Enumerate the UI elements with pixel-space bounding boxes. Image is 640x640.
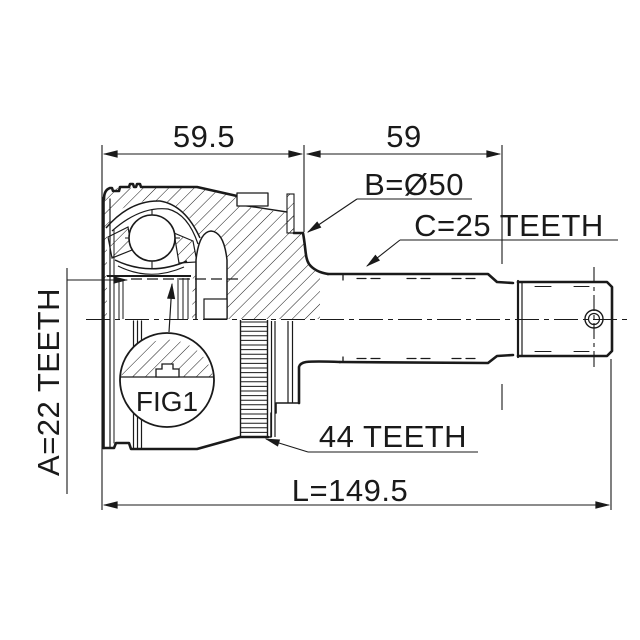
inner-race-groove-arc xyxy=(114,259,188,270)
spline-tooth-detail xyxy=(155,363,180,378)
boot-band-block xyxy=(236,192,269,207)
housing-bottom-profile xyxy=(102,435,270,451)
leader-b-diameter xyxy=(306,198,358,233)
inner-race-arc2 xyxy=(117,265,185,275)
dimension-labels: 59.5 59 B=Ø50 C=25 TEETH 44 TEETH L=149.… xyxy=(31,119,604,508)
cavity-arc xyxy=(105,200,201,239)
tone-ring-section-bar xyxy=(286,193,295,234)
stub-end-outline xyxy=(516,280,614,358)
stub-hole-inner xyxy=(587,312,601,326)
shaft-top-edge xyxy=(326,272,515,285)
housing-section-hatch xyxy=(104,187,320,319)
cage-outer-arc xyxy=(111,208,199,245)
dim-a-spline-label: A=22 TEETH xyxy=(31,288,66,476)
shaft-bottom-edge xyxy=(338,353,515,365)
spline-tick-marks xyxy=(356,277,476,360)
stub-hole-outer xyxy=(584,309,604,329)
drive-shaft xyxy=(326,272,614,365)
cage-section-right xyxy=(173,232,198,264)
ball-cage-inner-race xyxy=(105,200,240,320)
fig1-label: FIG1 xyxy=(136,386,198,417)
cage-section-left xyxy=(107,226,133,259)
housing-back-face xyxy=(292,231,330,276)
housing-back-bottom xyxy=(297,360,342,405)
dim-44-teeth-label: 44 TEETH xyxy=(319,419,467,454)
fig1-section-hatch xyxy=(121,339,213,377)
dim-59-5-label: 59.5 xyxy=(173,119,235,154)
tone-ring-teeth xyxy=(240,321,268,433)
abs-tone-ring xyxy=(239,320,294,437)
fig1-balloon: FIG1 xyxy=(119,282,215,428)
dim-59-label: 59 xyxy=(386,119,421,154)
ball xyxy=(128,214,176,262)
dim-b-diameter-label: B=Ø50 xyxy=(364,167,464,202)
housing-top-profile xyxy=(102,182,239,201)
dim-c-spline-label: C=25 TEETH xyxy=(414,208,604,243)
dim-length-label: L=149.5 xyxy=(292,473,408,508)
dimensions xyxy=(66,145,618,510)
fig1-leader-arrow xyxy=(167,282,176,333)
cavity-end-dome xyxy=(195,230,228,319)
leader-c-spline xyxy=(366,239,401,267)
leader-44-teeth xyxy=(264,438,309,453)
bore-end-groove xyxy=(203,298,228,320)
